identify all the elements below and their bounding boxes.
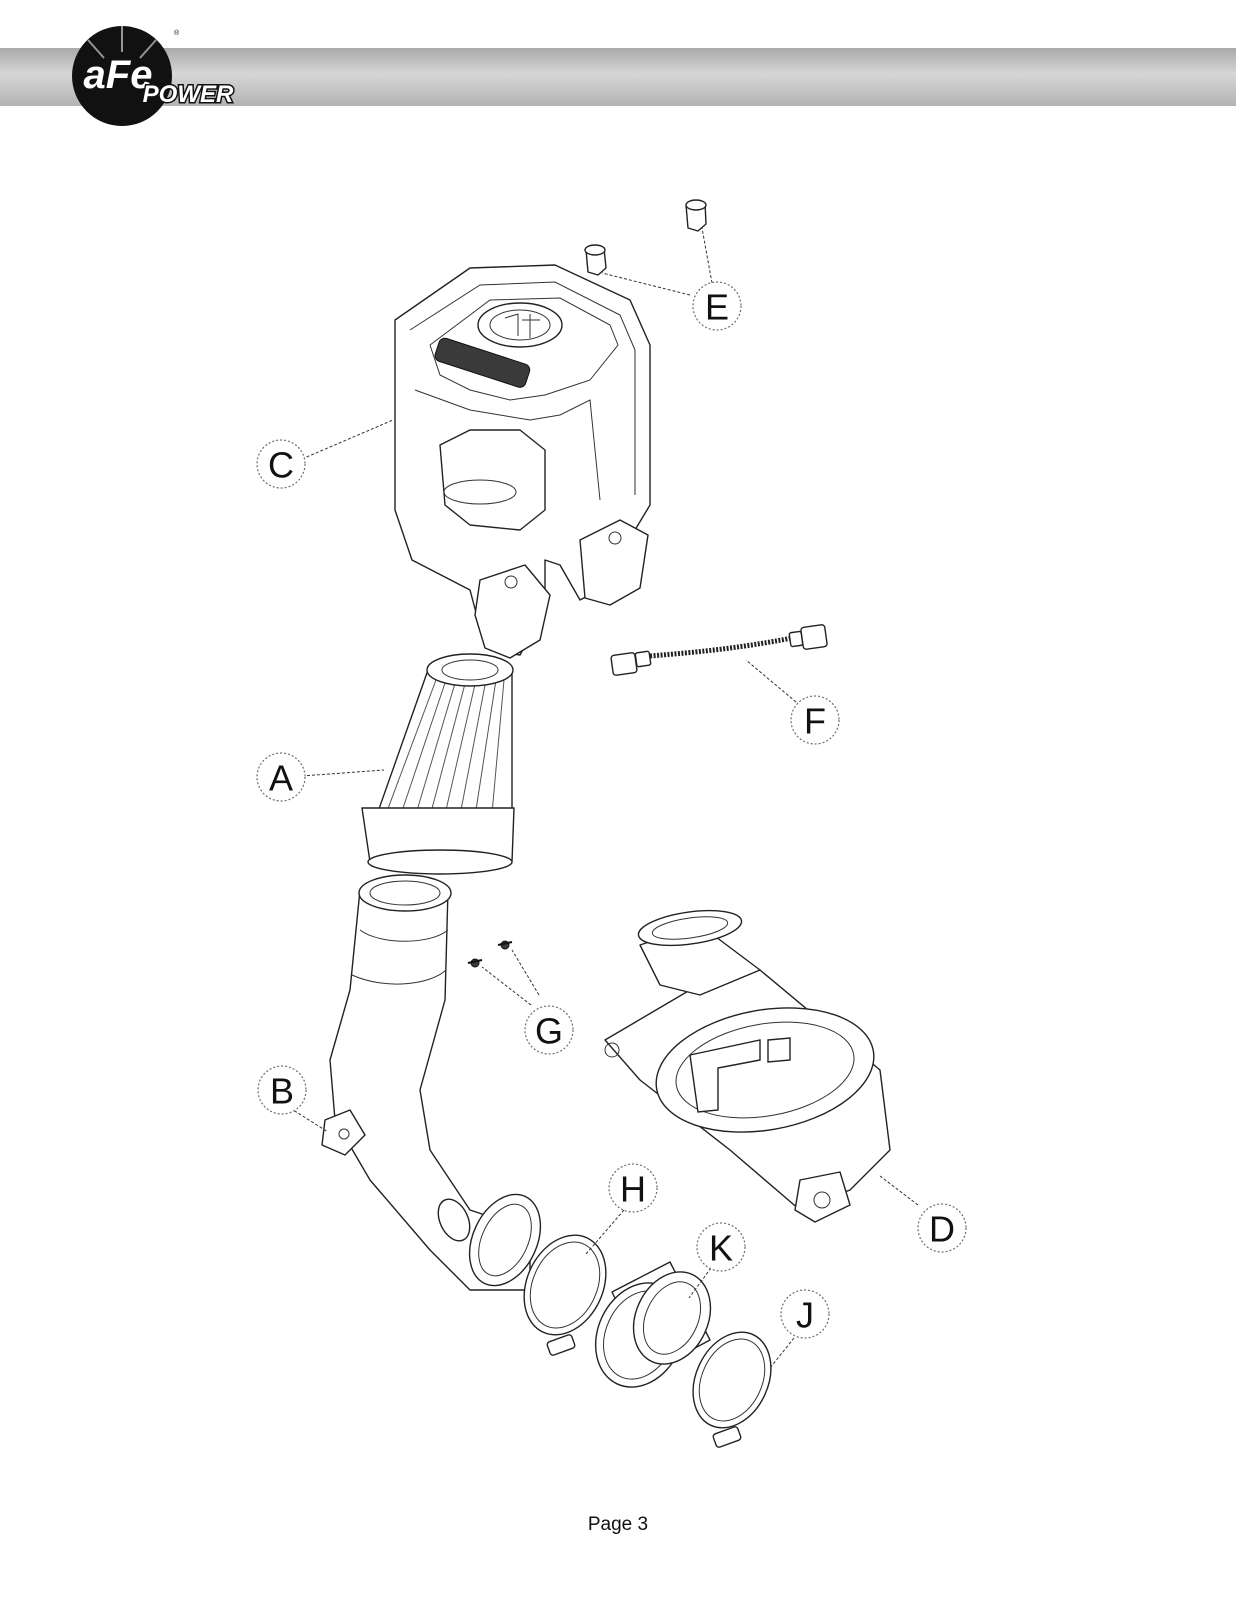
part-c-airbox	[394, 264, 651, 659]
callout-c: C	[256, 439, 306, 489]
callout-j: J	[780, 1289, 830, 1339]
callout-a: A	[256, 752, 306, 802]
callout-label: K	[709, 1228, 733, 1269]
callout-label: F	[804, 701, 826, 742]
svg-text:POWER: POWER	[143, 81, 234, 108]
callout-label: D	[929, 1209, 955, 1250]
part-f-harness	[610, 624, 828, 676]
svg-text:aFe: aFe	[84, 53, 153, 97]
callout-label: H	[620, 1169, 646, 1210]
callout-g: G	[524, 1005, 574, 1055]
part-h-clamp	[523, 1234, 607, 1356]
callout-label: J	[796, 1295, 814, 1336]
part-a-filter	[361, 653, 515, 875]
part-e-grommets	[584, 199, 707, 276]
part-d-lower-housing	[604, 909, 891, 1223]
callout-label: E	[705, 287, 729, 328]
callout-e: E	[692, 281, 742, 331]
part-g-screws	[467, 940, 513, 968]
page-number: Page 3	[587, 1514, 649, 1535]
svg-text:®: ®	[174, 29, 180, 37]
callout-f: F	[790, 695, 840, 745]
part-j-clamp	[692, 1331, 772, 1448]
part-k-coupler	[594, 1261, 712, 1388]
callout-h: H	[608, 1163, 658, 1213]
part-b-intake-tube	[321, 874, 542, 1291]
callout-d: D	[917, 1203, 967, 1253]
callout-label: B	[270, 1071, 294, 1112]
header-bar	[0, 48, 1236, 106]
callout-label: A	[269, 758, 293, 799]
callout-label: G	[535, 1011, 563, 1052]
callout-label: C	[268, 445, 294, 486]
afe-power-logo: aFe POWER ®	[72, 26, 236, 126]
callout-k: K	[696, 1222, 746, 1272]
leader-lines	[289, 227, 919, 1369]
callout-b: B	[257, 1065, 307, 1115]
